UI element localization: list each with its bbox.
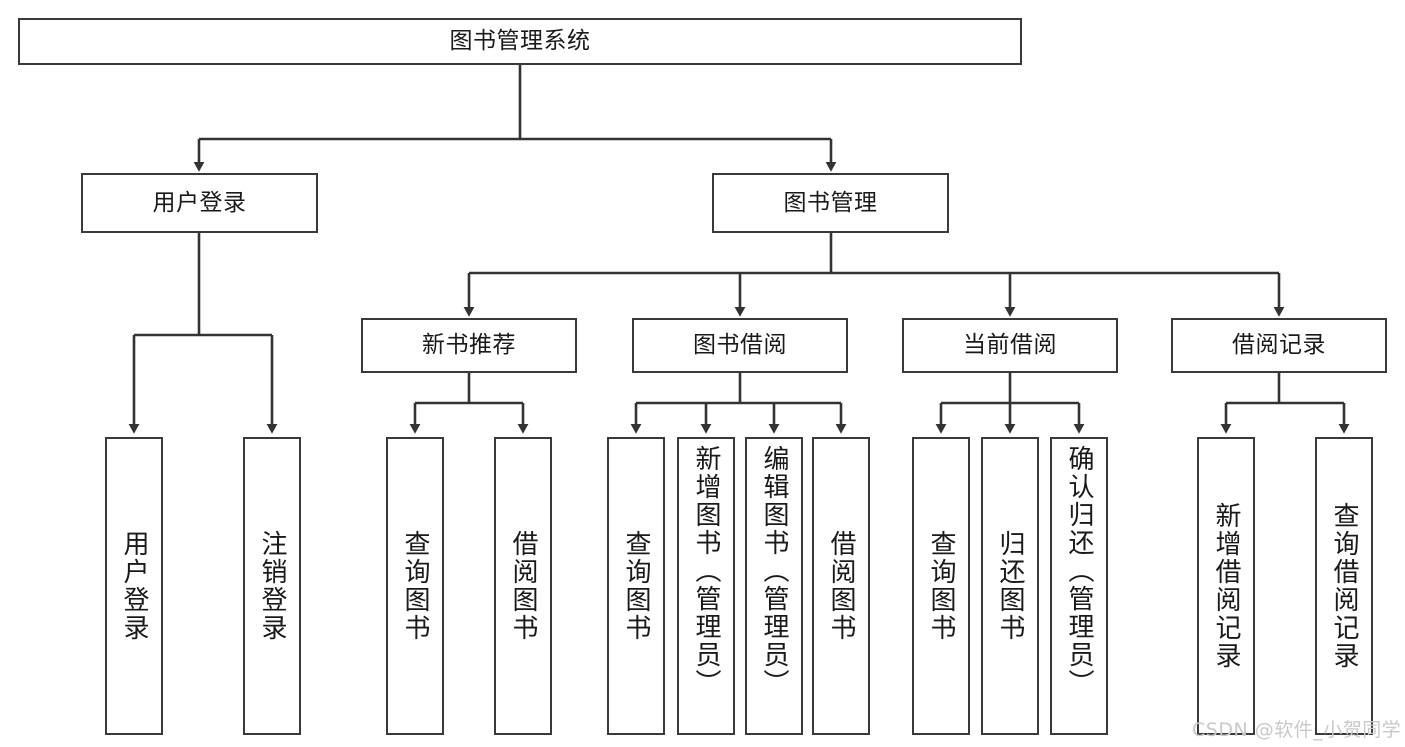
node-label: 查询图书 — [926, 530, 956, 642]
node-label: 用户登录 — [119, 530, 149, 642]
node-label: 用户登录 — [152, 189, 247, 216]
node-label: 图书借阅 — [693, 332, 787, 359]
leaf-query-book-borrow[interactable]: 查询图书 — [607, 437, 665, 735]
node-book-borrow[interactable]: 图书借阅 — [632, 318, 848, 373]
leaf-return-book[interactable]: 归还图书 — [981, 437, 1039, 735]
leaf-add-borrow-record[interactable]: 新增借阅记录 — [1197, 437, 1255, 735]
node-label: 当前借阅 — [963, 332, 1057, 359]
node-label: 图书管理系统 — [449, 28, 591, 55]
node-label: 借阅图书 — [826, 530, 856, 642]
node-new-book-recommend[interactable]: 新书推荐 — [361, 318, 577, 373]
node-current-borrow[interactable]: 当前借阅 — [902, 318, 1118, 373]
leaf-borrow-book[interactable]: 借阅图书 — [812, 437, 870, 735]
node-book-management[interactable]: 图书管理 — [712, 173, 949, 233]
node-label: 编辑图书（管理员） — [759, 445, 789, 697]
node-label: 确认归还（管理员） — [1064, 445, 1094, 697]
leaf-logout[interactable]: 注销登录 — [243, 437, 301, 735]
node-label: 新增借阅记录 — [1211, 502, 1241, 670]
node-label: 借阅图书 — [508, 530, 538, 642]
node-label: 查询图书 — [400, 530, 430, 642]
node-label: 查询图书 — [621, 530, 651, 642]
node-root-book-management-system[interactable]: 图书管理系统 — [18, 18, 1022, 65]
node-label: 图书管理 — [783, 189, 878, 216]
leaf-edit-book-admin[interactable]: 编辑图书（管理员） — [745, 437, 803, 735]
node-label: 新增图书（管理员） — [691, 445, 721, 697]
leaf-borrow-book-recommend[interactable]: 借阅图书 — [494, 437, 552, 735]
node-user-login[interactable]: 用户登录 — [81, 173, 318, 233]
node-borrow-record[interactable]: 借阅记录 — [1171, 318, 1387, 373]
node-label: 借阅记录 — [1232, 332, 1326, 359]
node-label: 归还图书 — [995, 530, 1025, 642]
node-label: 注销登录 — [257, 530, 287, 642]
leaf-query-book-current[interactable]: 查询图书 — [912, 437, 970, 735]
leaf-query-book-recommend[interactable]: 查询图书 — [386, 437, 444, 735]
leaf-confirm-return-admin[interactable]: 确认归还（管理员） — [1050, 437, 1108, 735]
leaf-add-book-admin[interactable]: 新增图书（管理员） — [677, 437, 735, 735]
leaf-query-borrow-record[interactable]: 查询借阅记录 — [1315, 437, 1373, 735]
node-label: 查询借阅记录 — [1329, 502, 1359, 670]
node-label: 新书推荐 — [422, 332, 516, 359]
csdn-watermark: CSDN @软件_小贺同学 — [1192, 719, 1402, 741]
leaf-user-login[interactable]: 用户登录 — [105, 437, 163, 735]
